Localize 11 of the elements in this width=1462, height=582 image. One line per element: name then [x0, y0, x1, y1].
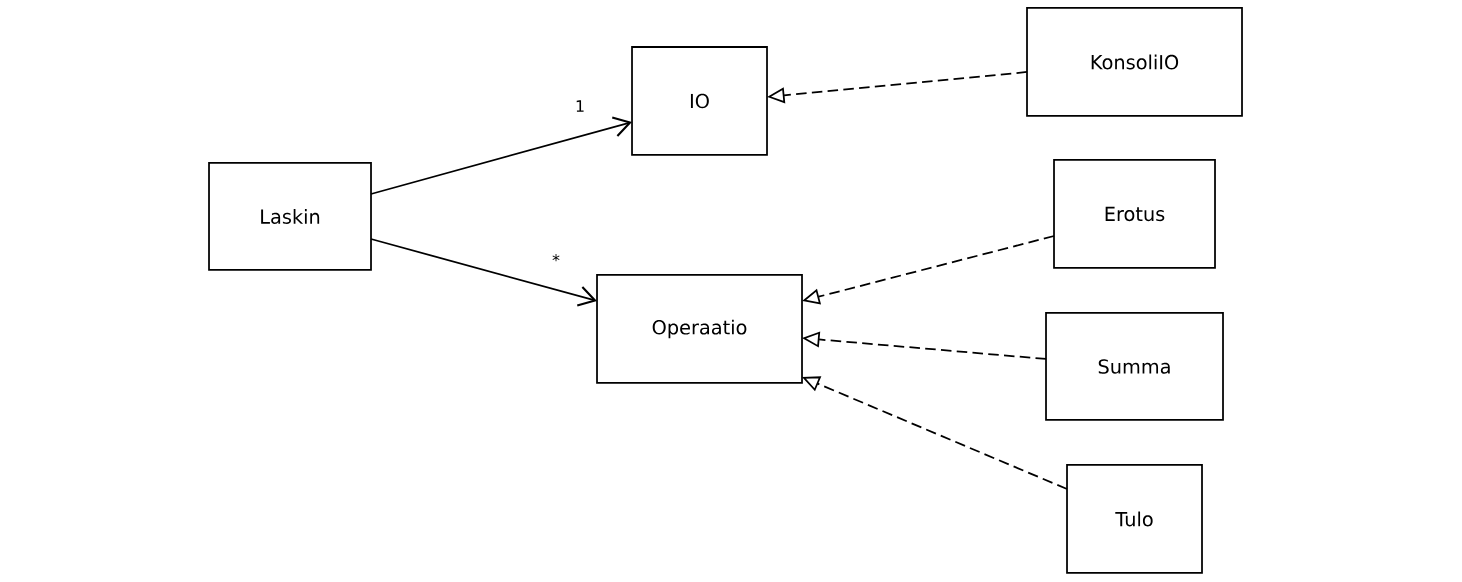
arrow	[370, 238, 597, 307]
arrow	[370, 116, 632, 195]
class-box: KonsoliIO	[1026, 7, 1243, 117]
class-box: Operaatio	[596, 274, 803, 384]
class-box: Erotus	[1053, 159, 1216, 269]
class-box: Laskin	[208, 162, 372, 271]
class-box: Tulo	[1066, 464, 1203, 574]
class-box: Summa	[1045, 312, 1224, 421]
edge-label: 1	[573, 98, 587, 114]
class-box: IO	[631, 46, 768, 156]
edge-label: *	[550, 252, 562, 268]
